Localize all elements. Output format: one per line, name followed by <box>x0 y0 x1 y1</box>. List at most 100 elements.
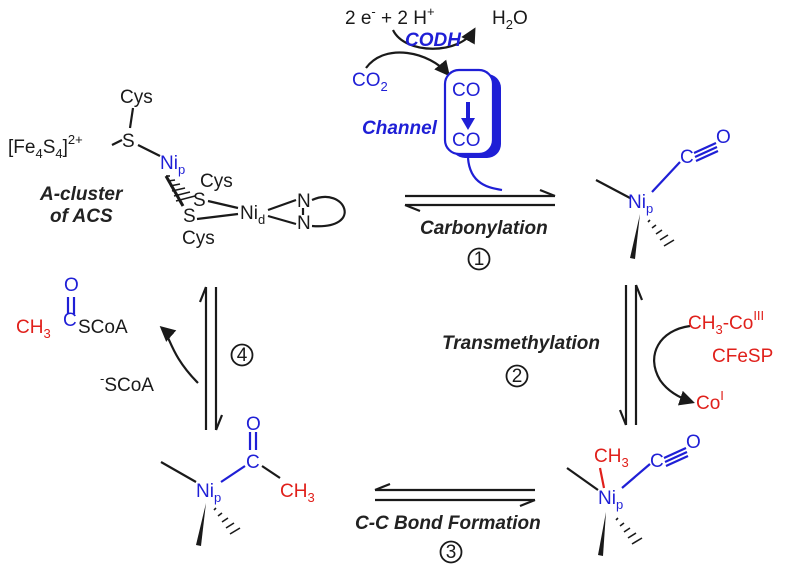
a-cluster-structure: Cys [Fe4S4]2+ S Nip Cys S S Cys Nid N N … <box>8 87 346 249</box>
transmethylation-label: Transmethylation <box>442 333 600 354</box>
channel-co-top: CO <box>452 80 481 101</box>
step4-forward-head <box>198 286 208 303</box>
transmethylation-step: Transmethylation 2 CH3-CoIII CFeSP CoI <box>442 284 773 426</box>
s1-label: S <box>183 206 196 227</box>
acetyl-nip-label: Nip <box>196 481 221 505</box>
methyl-ni-nip-label: Nip <box>598 488 623 512</box>
acetyl-ch3-label: CH3 <box>280 481 315 505</box>
acetylcoa-scoa-label: SCoA <box>78 317 128 338</box>
step-3-circle <box>439 540 463 564</box>
bond-ni-c <box>651 161 681 193</box>
step-1-number: 1 <box>474 249 485 270</box>
step4-reverse-head <box>214 414 224 431</box>
coa-curved-arrow <box>159 325 199 384</box>
cys-mid-label: Cys <box>200 171 233 192</box>
triple-bond-2 <box>694 145 718 159</box>
bond-s2-nid <box>207 199 239 210</box>
hashed-wedge-bonds <box>166 175 196 202</box>
triple-bond-3 <box>695 149 719 163</box>
acetyl-c-label: C <box>246 452 260 473</box>
step-2-number: 2 <box>512 366 523 387</box>
methyl-ni-o-label: O <box>686 432 701 453</box>
bond-ni-acyl-c <box>220 465 246 483</box>
transmethylation-reverse-head <box>634 284 644 301</box>
step-2-circle <box>505 364 529 388</box>
acetyl-wedge <box>196 503 206 546</box>
bold-wedge-bond <box>164 175 185 207</box>
electrons-protons-label: 2 e- + 2 H+ <box>345 4 435 29</box>
carbonylation-label: Carbonylation <box>420 218 548 239</box>
methyl-ni-co-species: CH3 Nip C O <box>566 432 701 556</box>
ni-co-wedge <box>630 214 640 259</box>
cc-reverse-head <box>519 498 536 508</box>
methyl-ni-hash <box>615 517 643 545</box>
ni-co-c-label: C <box>680 147 694 168</box>
bond-cys-s <box>128 107 135 129</box>
cys-bottom-label: Cys <box>182 228 215 249</box>
carbonylation-step: Carbonylation 1 <box>404 188 556 271</box>
bond-methyl2-ni <box>566 467 599 491</box>
ni-co-o-label: O <box>716 127 731 148</box>
fe4s4-label: [Fe4S4]2+ <box>8 132 83 161</box>
channel-outlet-line <box>466 157 503 192</box>
triple2-bond-1 <box>663 446 687 460</box>
ni-co-hash <box>647 219 675 247</box>
acetylcoa-c-label: C <box>63 310 77 331</box>
bond-ni-c2 <box>621 463 651 489</box>
carbonylation-reverse-head <box>404 203 421 213</box>
cc-bond-label: C-C Bond Formation <box>355 513 541 534</box>
acluster-caption-line1: A-cluster <box>39 184 124 205</box>
methyl-transfer-curved-arrow <box>653 324 695 406</box>
coi-label: CoI <box>696 388 724 414</box>
co2-label: CO2 <box>352 70 388 94</box>
channel-label: Channel <box>362 118 438 139</box>
triple-bond-1 <box>693 141 717 155</box>
triple2-bond-2 <box>664 450 688 464</box>
ch3-coiii-label: CH3-CoIII <box>688 308 764 337</box>
transmethylation-forward-head <box>618 409 628 426</box>
chelate-ring-arc <box>311 195 346 228</box>
acetyl-hash <box>213 507 241 535</box>
acluster-caption-line2: of ACS <box>50 206 113 227</box>
acetyl-o-label: O <box>246 414 261 435</box>
codh-reaction: 2 e- + 2 H+ H2O CODH CO2 CO CO Channel <box>345 4 528 192</box>
water-label: H2O <box>492 8 528 32</box>
cfesp-label: CFeSP <box>712 346 773 367</box>
methyl-label: CH3 <box>594 446 629 470</box>
bond-ch3-ni <box>598 467 606 489</box>
cys-top-label: Cys <box>120 87 153 108</box>
bridging-s-label: S <box>122 131 135 152</box>
bond-c-ch3 <box>261 465 281 479</box>
cc-bond-formation-step: C-C Bond Formation 3 <box>355 482 541 564</box>
ni-co-nip-label: Nip <box>628 192 653 216</box>
codh-label: CODH <box>405 30 462 51</box>
bond-fe-s <box>111 139 123 146</box>
triple2-bond-3 <box>665 454 689 468</box>
step-3-number: 3 <box>446 542 457 563</box>
bond-s1-nid <box>196 212 239 221</box>
bond-nid-n-top <box>267 198 297 212</box>
thiolysis-step: 4 O CH3 C SCoA -SCoA <box>16 275 254 431</box>
acetyl-ni-species: Nip C O CH3 <box>160 414 315 546</box>
n-top-label: N <box>297 191 311 212</box>
step-4-number: 4 <box>237 345 248 366</box>
cc-forward-head <box>374 482 391 492</box>
methyl-ni-wedge <box>598 512 606 556</box>
acluster-nip-label: Nip <box>160 153 185 177</box>
codh-curved-arrow <box>392 27 476 50</box>
step-4-circle <box>230 343 254 367</box>
channel-co-bottom: CO <box>452 130 481 151</box>
bond-nid-n-bottom <box>267 214 297 226</box>
bond-s-nip <box>137 144 161 157</box>
n-bottom-label: N <box>297 213 311 234</box>
bond-methyl-ni-acetyl <box>160 461 197 483</box>
nid-label: Nid <box>240 203 265 227</box>
bond-methyl-ni <box>595 179 631 199</box>
ni-co-species: Nip C O <box>595 127 731 259</box>
step-1-circle <box>467 247 491 271</box>
scoa-in-label: -SCoA <box>100 371 154 396</box>
acetylcoa-ch3-label: CH3 <box>16 317 51 341</box>
methyl-ni-c-label: C <box>650 451 664 472</box>
